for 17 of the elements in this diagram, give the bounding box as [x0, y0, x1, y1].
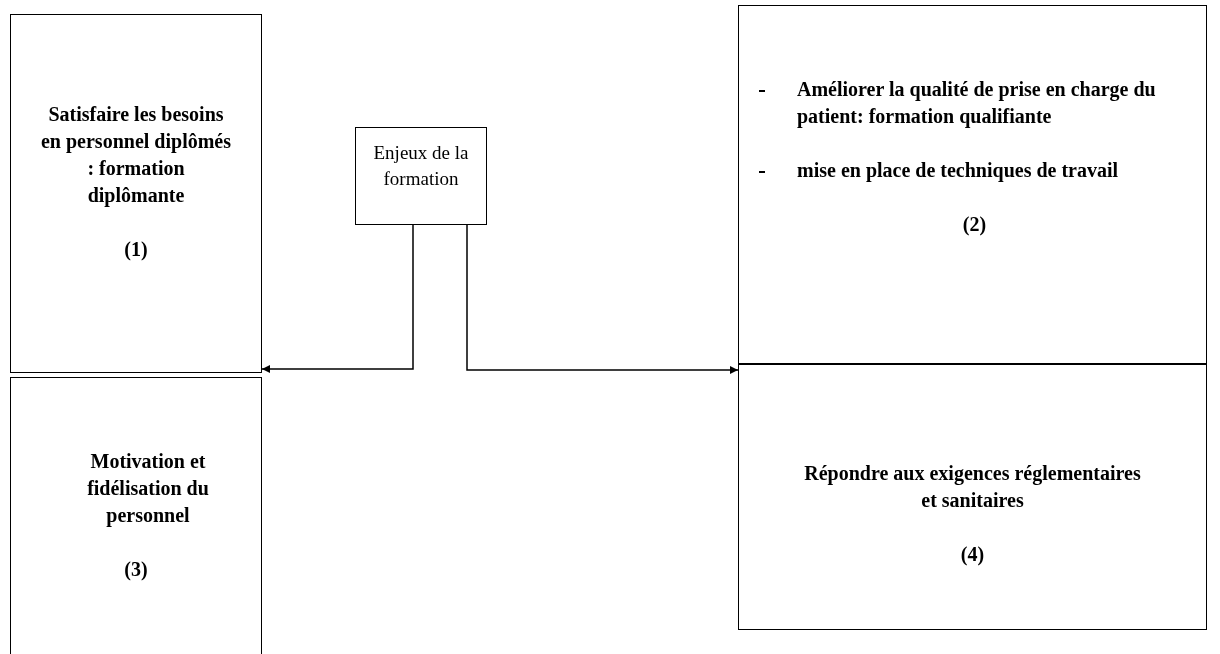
- box-text: Répondre aux exigences réglementaires et sanitaires: [803, 461, 1142, 513]
- text-box: [355, 127, 487, 225]
- box-text: Améliorer la qualité de prise en charge du patient: formation qualifiante: [797, 77, 1157, 130]
- box-text: Satisfaire les besoins en personnel diplômés : formation diplômante: [40, 102, 232, 209]
- text-box: [10, 377, 262, 654]
- box-text: (3): [123, 557, 149, 582]
- connector-arrow: [466, 224, 739, 374]
- box-text: mise en place de techniques de travail: [797, 158, 1119, 184]
- text-box: [738, 5, 1207, 364]
- box-text: (2): [962, 212, 987, 238]
- box-text: Enjeux de la formation: [372, 141, 470, 191]
- text-box: [10, 14, 262, 373]
- box-text: (1): [123, 237, 149, 262]
- box-text: Motivation et fidélisation du personnel: [86, 449, 210, 529]
- box-text: (4): [959, 542, 986, 568]
- text-box: [738, 364, 1207, 630]
- connector-arrow: [261, 224, 414, 373]
